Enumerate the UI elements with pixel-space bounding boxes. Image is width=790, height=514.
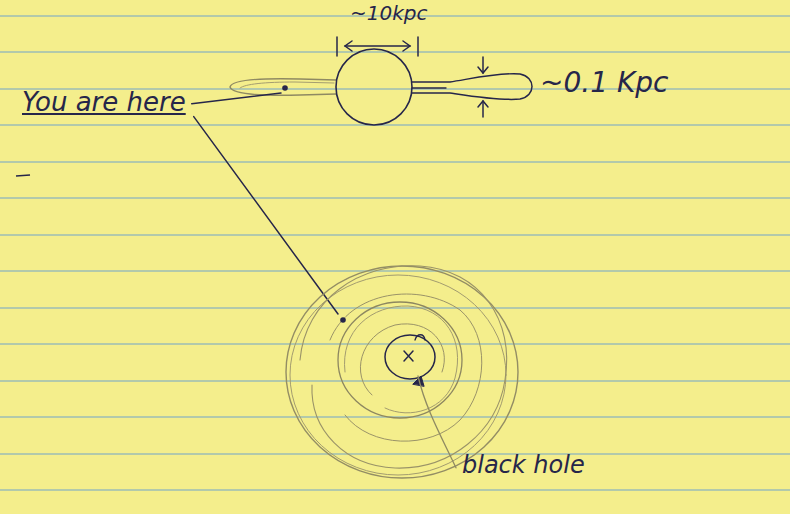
dimension-label: ~0.1 Kpc: [540, 68, 668, 99]
position-dot: [340, 317, 346, 323]
edge-on-galaxy: [230, 49, 532, 125]
leader-line: [192, 93, 281, 104]
leader-line: [194, 117, 338, 314]
position-dot: [282, 85, 288, 91]
leader-lines: [192, 93, 338, 314]
stray-mark: [16, 175, 30, 176]
leader-line: [418, 376, 456, 468]
disk-midline: [412, 87, 446, 88]
disk-left: [230, 79, 336, 95]
dimension-label: ~10kpc: [350, 2, 427, 24]
thickness-arrows: [478, 57, 488, 117]
ruled-lines: [0, 16, 790, 490]
callout-label: You are here: [22, 88, 186, 117]
disk-right: [412, 74, 532, 100]
face-on-galaxy: [286, 266, 518, 478]
callout-label: black hole: [462, 452, 585, 478]
bulge-circle: [336, 49, 412, 125]
diameter-dimension: [337, 37, 418, 56]
